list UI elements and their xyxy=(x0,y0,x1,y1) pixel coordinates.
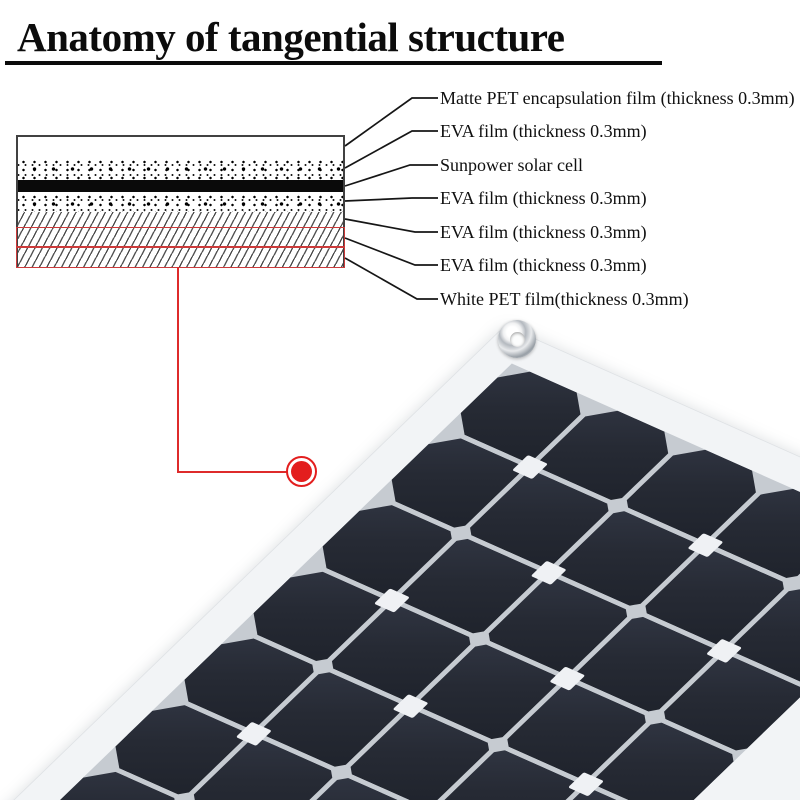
layer-eva-film-2 xyxy=(18,192,343,212)
layer-label: EVA film (thickness 0.3mm) xyxy=(440,255,647,275)
leader-line xyxy=(344,218,438,233)
page-title: Anatomy of tangential structure xyxy=(17,14,565,60)
red-layer-outline xyxy=(16,227,345,268)
layer-matte-pet-film xyxy=(18,137,343,157)
leader-line xyxy=(344,197,438,202)
callout-dot xyxy=(286,456,317,487)
leader-line xyxy=(344,97,438,147)
layer-back-films xyxy=(16,212,345,268)
layer-label: Sunpower solar cell xyxy=(440,155,583,175)
layer-diagram xyxy=(16,135,345,268)
layer-label: EVA film (thickness 0.3mm) xyxy=(440,188,647,208)
corner-grommet xyxy=(498,320,536,358)
layer-label: White PET film(thickness 0.3mm) xyxy=(440,289,689,309)
callout-line-vertical xyxy=(177,267,179,472)
leader-line xyxy=(344,257,438,300)
title-underline xyxy=(5,61,662,65)
red-layer-divider xyxy=(17,246,344,248)
callout-line-horizontal xyxy=(177,471,288,473)
solar-panel-photo xyxy=(0,325,800,800)
leader-line xyxy=(344,130,438,169)
layer-label: EVA film (thickness 0.3mm) xyxy=(440,222,647,242)
leader-line xyxy=(344,164,438,187)
layer-sunpower-solar-cell xyxy=(18,180,343,192)
leader-line xyxy=(344,237,438,266)
layer-label: Matte PET encapsulation film (thickness … xyxy=(440,88,795,108)
layer-eva-film-1 xyxy=(18,157,343,180)
solar-cell-grid xyxy=(0,363,800,800)
layer-label: EVA film (thickness 0.3mm) xyxy=(440,121,647,141)
